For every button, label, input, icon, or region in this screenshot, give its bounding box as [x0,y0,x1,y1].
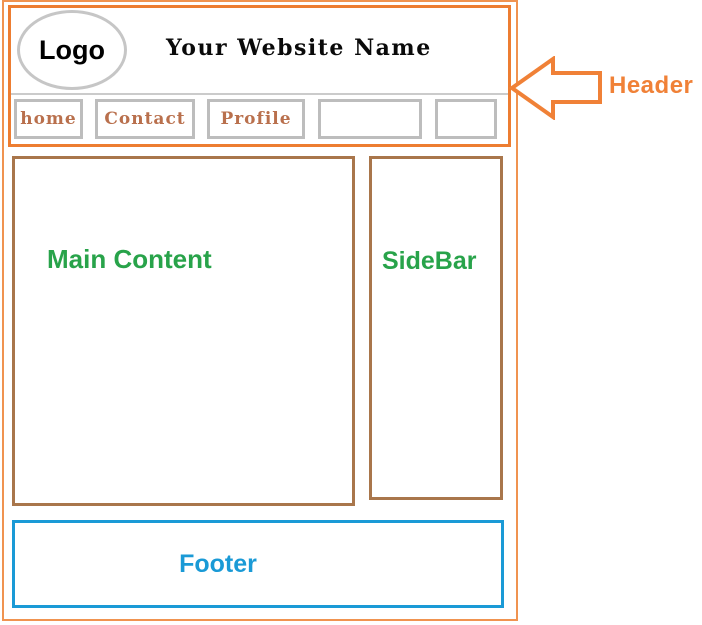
nav-button-contact[interactable]: Contact [95,99,195,139]
header-section: Logo Your Website Name home Contact Prof… [8,5,511,147]
nav-button-label: Contact [104,109,186,129]
nav-button-label: home [20,109,77,129]
footer-section: Footer [12,520,504,608]
nav-button-empty-1[interactable] [318,99,422,139]
logo-label: Logo [39,34,105,65]
main-content-label: Main Content [47,244,212,274]
sidebar-label: SideBar [382,247,477,275]
footer-label: Footer [179,549,257,578]
sidebar-section: SideBar [369,156,503,500]
header-divider [11,93,508,95]
header-annotation-label: Header [609,72,694,99]
logo-ellipse: Logo [17,10,127,90]
nav-button-profile[interactable]: Profile [207,99,305,139]
nav-button-label: Profile [220,109,292,129]
site-name: Your Website Name [166,35,432,61]
page-outline [2,0,518,621]
nav-button-home[interactable]: home [14,99,83,139]
header-arrow-icon [509,56,602,120]
main-content-section: Main Content [12,156,355,506]
nav-button-empty-2[interactable] [435,99,497,139]
